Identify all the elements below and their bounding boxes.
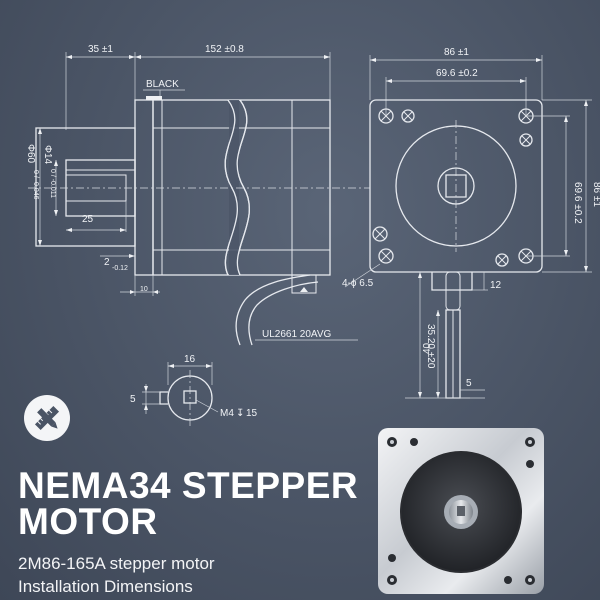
motor-photo (378, 428, 544, 594)
dim-12: 12 (490, 280, 502, 291)
side-view (28, 52, 370, 346)
dim-16: 16 (184, 354, 196, 365)
dim-front-width: 86 ±1 (444, 47, 469, 58)
dim-shaft-tol: 0 / -0.011 (49, 169, 56, 198)
shaft-section (142, 362, 219, 428)
subtitle-line-2: Installation Dimensions (18, 577, 193, 596)
label-depth: 15 (246, 408, 258, 419)
motor-flange (134, 99, 154, 276)
pencil-ruler-icon (24, 395, 70, 441)
dim-front-hole-spacing: 69.6 ±0.2 (436, 68, 478, 79)
title-line-1: NEMA34 STEPPER (18, 465, 359, 506)
dim-shaft-length: 35 ±1 (88, 44, 113, 55)
depth-symbol-icon: ↧ (236, 408, 244, 419)
label-thread: M4 (220, 408, 234, 419)
dim-flange: 10 (140, 286, 148, 293)
subtitle-line-1: 2M86-165A stepper motor (18, 554, 215, 573)
front-view (344, 55, 592, 399)
dim-front-height: 86 ±1 (591, 182, 600, 207)
dim-key-length: 25 (82, 214, 94, 225)
dim-40: 40 (422, 342, 433, 354)
dim-body-length: 152 ±0.8 (205, 44, 244, 55)
subtitle: 2M86-165A stepper motor Installation Dim… (18, 552, 215, 598)
dim-boss-height: 2 (104, 257, 110, 268)
title-line-2: MOTOR (18, 501, 158, 542)
label-holes: 4-ϕ 6.5 (342, 278, 374, 289)
page-title: NEMA34 STEPPER MOTOR (18, 465, 359, 542)
mounting-hole (372, 108, 534, 267)
dim-5-section: 5 (130, 394, 136, 405)
dim-5-front: 5 (466, 378, 472, 389)
label-cable: UL2661 20AVG (262, 329, 332, 340)
dim-front-hole-spacing-v: 69.6 ±0.2 (572, 182, 583, 224)
label-black: BLACK (146, 79, 179, 90)
motor-body (152, 99, 331, 276)
dim-boss-diameter: Φ60 (25, 144, 36, 164)
dim-cable-length: 35.20 ±20 (425, 324, 436, 369)
dim-boss-tol: 0 / -0.046 (32, 170, 39, 200)
dim-shaft-diameter: Φ14 (42, 145, 53, 165)
dim-boss-height-tol: -0.12 (112, 265, 128, 272)
cable-exit (431, 272, 473, 291)
